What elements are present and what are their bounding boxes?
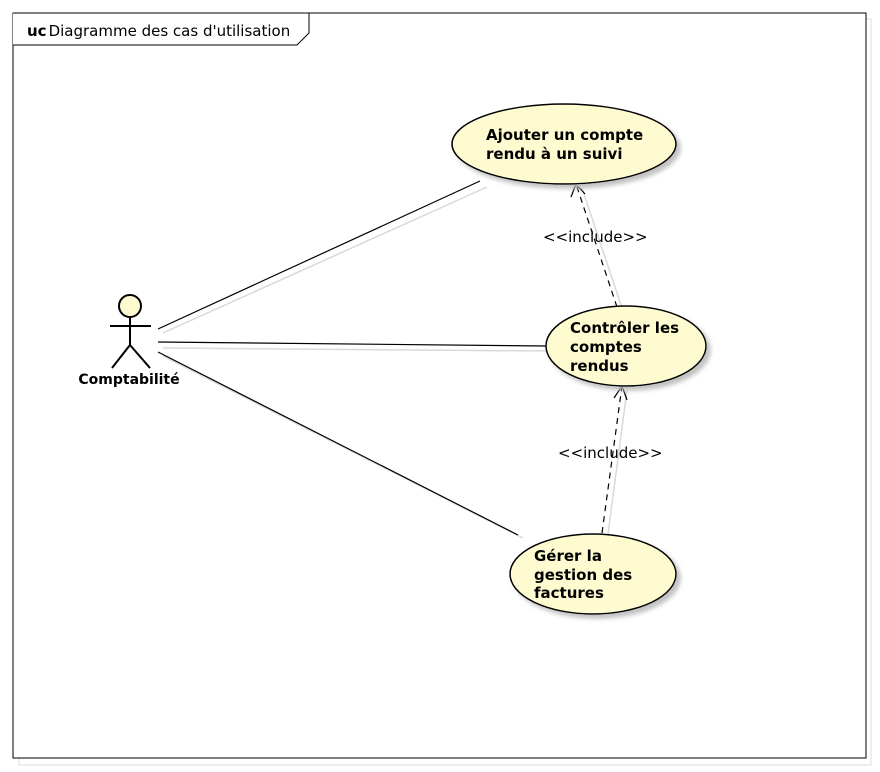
use-case-label: Ajouter un compte rendu à un suivi [486, 126, 648, 163]
use-case-label: Gérer la gestion des factures [534, 547, 637, 602]
include-label-2: <<include>> [558, 444, 663, 462]
frame-keyword: uc [27, 22, 47, 40]
use-case-controler-comptes-rendus[interactable]: Contrôler les comptes rendus [545, 305, 707, 387]
actor-name: Comptabilité [78, 372, 179, 388]
frame-tab [13, 12, 310, 46]
include-arrow-uc3-uc2[interactable] [601, 385, 623, 534]
association-actor-uc1[interactable] [157, 180, 481, 330]
associations [157, 180, 547, 536]
frame-title-text: Diagramme des cas d'utilisation [49, 22, 291, 40]
use-case-gerer-factures[interactable]: Gérer la gestion des factures [509, 533, 677, 615]
use-case-label: Contrôler les comptes rendus [570, 319, 684, 375]
include-label-1: <<include>> [543, 228, 648, 246]
association-actor-uc2[interactable] [157, 341, 547, 347]
association-actor-uc3[interactable] [157, 351, 519, 536]
actor-comptabilite[interactable]: Comptabilité [78, 294, 180, 388]
diagram-frame [12, 12, 867, 759]
use-case-ajouter-compte-rendu[interactable]: Ajouter un compte rendu à un suivi [451, 103, 677, 185]
actor-stick-figure [110, 294, 151, 369]
